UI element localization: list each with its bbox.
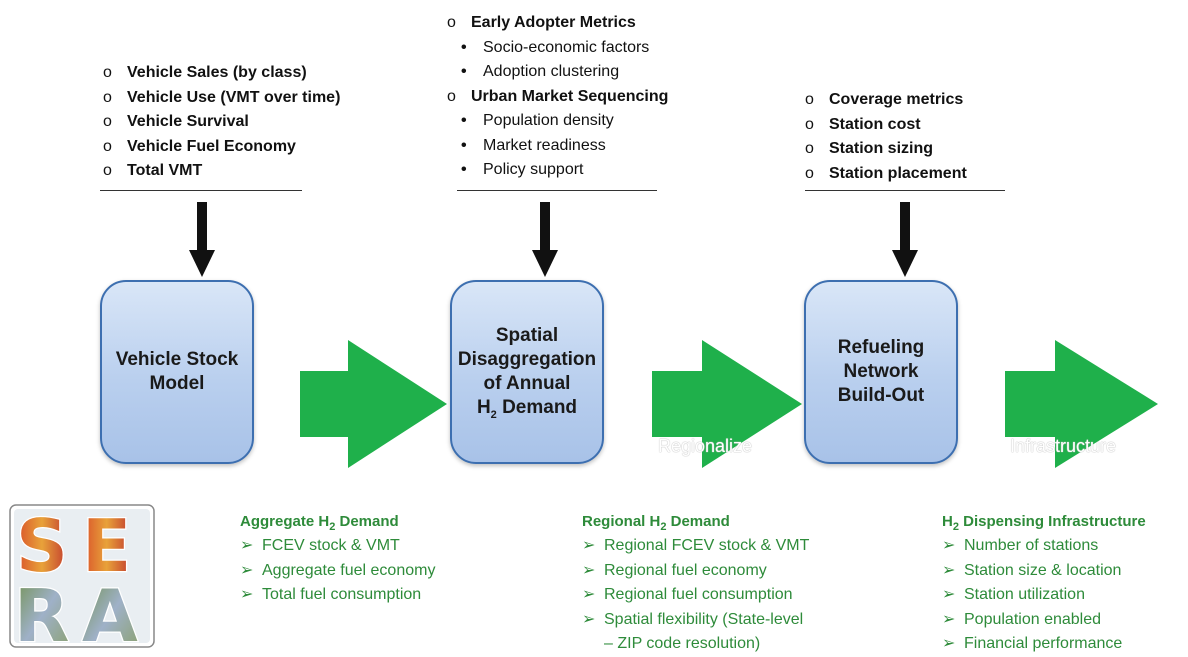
logo-letter-s: S <box>16 504 68 588</box>
sera-logo: S E R A <box>9 503 155 649</box>
output-regional-demand: Regional H2 Demand ➢Regional FCEV stock … <box>582 510 809 657</box>
input-subitem: •Socio-economic factors <box>461 38 650 56</box>
output-heading: Aggregate H2 Demand <box>240 513 399 533</box>
input-rule-1 <box>100 190 302 191</box>
down-arrow-2 <box>532 202 558 277</box>
logo-letter-e: E <box>82 504 131 588</box>
input-subitem: •Adoption clustering <box>461 63 620 80</box>
output-item: ➢Financial performance <box>942 635 1123 653</box>
vehicle-stock-model-box: Vehicle Stock Model <box>100 280 254 464</box>
output-item-continued: – ZIP code resolution) <box>604 635 761 653</box>
logo-letter-a: A <box>82 574 138 649</box>
infrastructure-label: Infrastructure <box>1010 436 1117 456</box>
regionalize-label: Regionalize <box>658 436 753 456</box>
output-item: ➢Spatial flexibility (State-level <box>582 610 804 628</box>
refueling-network-box: Refueling Network Build-Out <box>804 280 958 464</box>
logo-letter-r: R <box>14 574 69 649</box>
input-subitem: •Policy support <box>461 161 584 178</box>
input-subitem: •Market readiness <box>461 136 606 154</box>
spatial-disaggregation-box: Spatial Disaggregation of Annual H2 Dema… <box>450 280 604 464</box>
output-item: ➢Number of stations <box>942 537 1099 554</box>
output-item: ➢Aggregate fuel economy <box>240 561 436 579</box>
output-item: ➢FCEV stock & VMT <box>240 537 400 554</box>
output-heading: H2 Dispensing Infrastructure <box>942 513 1146 533</box>
output-aggregate-demand: Aggregate H2 Demand ➢FCEV stock & VMT ➢A… <box>240 510 435 608</box>
output-item: ➢Station utilization <box>942 586 1085 604</box>
output-item: ➢Station size & location <box>942 561 1122 579</box>
output-item: ➢Total fuel consumption <box>240 586 422 604</box>
output-item: ➢Regional fuel consumption <box>582 586 793 604</box>
flow-arrow-3 <box>1005 340 1158 468</box>
output-item: ➢Population enabled <box>942 610 1102 628</box>
output-item: ➢Regional fuel economy <box>582 561 767 579</box>
down-arrow-3 <box>892 202 918 277</box>
input-rule-2 <box>457 190 657 191</box>
input-subitem: •Population density <box>461 112 614 129</box>
flow-arrow-2 <box>652 340 802 468</box>
output-item: ➢Regional FCEV stock & VMT <box>582 537 810 554</box>
output-dispensing-infrastructure: H2 Dispensing Infrastructure ➢Number of … <box>942 510 1146 657</box>
input-rule-3 <box>805 190 1005 191</box>
down-arrow-1 <box>189 202 215 277</box>
flow-arrow-1 <box>300 340 447 468</box>
output-heading: Regional H2 Demand <box>582 513 730 533</box>
